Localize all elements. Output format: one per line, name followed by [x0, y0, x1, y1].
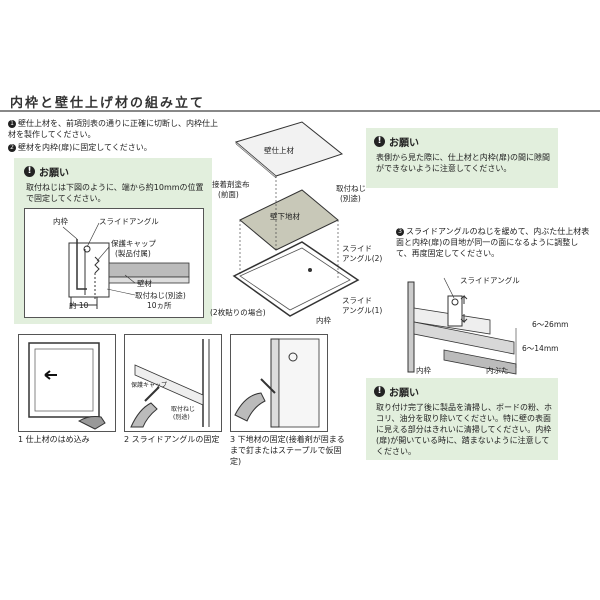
bottom-step-2-caption: 2 スライドアングルの固定: [124, 434, 230, 445]
label-setchaku-sub: (前面): [218, 190, 239, 199]
step-3-text: スライドアングルのねじを緩めて、内ぶた仕上材表面と内枠(扉)の目地が同一の面にな…: [396, 227, 590, 258]
label-uchiwaku-adjust: 内枠: [416, 366, 431, 375]
label-kabe-shita: 壁下地材: [270, 212, 300, 221]
label-hogo-cap-sub: (製品付属): [115, 249, 151, 258]
label-uchiwaku: 内枠: [53, 217, 68, 226]
step-1-drawing: [28, 342, 106, 430]
adjust-diagram: スライドアングル 6～26mm 6～14mm 内枠 内ぶた: [404, 268, 594, 378]
bottom-step-3-text: 下地材の固定(接着剤が固まるまで釘またはステープルで仮固定): [230, 435, 345, 466]
title-rule: [0, 110, 600, 112]
label-yaku10: 約 10: [69, 301, 89, 310]
bottom-step-1-image: [18, 334, 116, 432]
note-box-right-bottom: ! お願い 取り付け完了後に製品を清掃し、ボードの粉、ホコリ、油分を取り除いてくだ…: [366, 378, 558, 460]
step-1-number: 1: [8, 120, 16, 128]
note-left-text: 取付ねじは下図のように、端から約10mmの位置で固定してください。: [26, 183, 204, 203]
exclamation-icon: !: [374, 136, 385, 147]
note-right-bottom-heading-text: お願い: [389, 388, 419, 399]
note-right-bottom-heading: ! お願い: [374, 384, 419, 399]
exploded-drawing: [232, 121, 360, 317]
step-2-number: 2: [8, 144, 16, 152]
label-step2-cap: 保護キャップ: [131, 382, 168, 389]
label-kabe: 壁材: [137, 279, 152, 288]
exploded-diagram: 壁仕上材 接着剤塗布 (前面) 壁下地材 取付ねじ (別途) スライド アングル…: [210, 120, 390, 330]
bottom-step-1-text: 仕上材のはめ込み: [25, 435, 90, 444]
note-box-left: ! お願い 取付ねじは下図のように、端から約10mmの位置で固定してください。 内…: [14, 158, 212, 324]
label-kasho: 10ヵ所: [147, 301, 172, 310]
label-hogo-cap: 保護キャップ: [111, 239, 156, 248]
bottom-step-2-text: スライドアングルの固定: [131, 435, 220, 444]
label-uchiwaku-center: 内枠: [316, 316, 331, 325]
section-title: 内枠と壁仕上げ材の組み立て: [10, 96, 206, 111]
label-slide-angle: スライドアングル: [99, 217, 159, 226]
label-dim-2: 6～14mm: [522, 344, 559, 353]
note-right-top-text: 表側から見た際に、仕上材と内枠(扉)の間に隙間ができないように注意してください。: [376, 153, 550, 173]
bottom-step-3-caption: 3 下地材の固定(接着剤が固まるまで釘またはステープルで仮固定): [230, 434, 348, 467]
label-toritsuke-neji: 取付ねじ(別途): [135, 291, 186, 300]
note-left-heading-text: お願い: [39, 168, 69, 179]
bottom-step-2-num: 2: [124, 435, 130, 444]
note-left-heading: ! お願い: [24, 164, 69, 179]
label-step2-neji-sub: (別途): [173, 414, 190, 421]
label-step2-neji: 取付ねじ: [171, 406, 196, 413]
label-slide1: スライド: [342, 296, 372, 305]
step-2-drawing: [130, 339, 210, 428]
label-uchibuta: 内ぶた: [486, 366, 509, 375]
note-right-top-heading-text: お願い: [389, 138, 419, 149]
exclamation-icon: !: [374, 386, 385, 397]
step-1-text: 壁仕上材を、前項別表の通りに正確に切断し、内枠仕上材を製作してください。: [8, 119, 218, 139]
label-kabe-shiage: 壁仕上材: [264, 146, 294, 155]
note-right-top-heading: ! お願い: [374, 134, 419, 149]
label-toritsuke: 取付ねじ: [336, 184, 366, 193]
label-slide2: スライド: [342, 244, 372, 253]
note-box-right-top: ! お願い 表側から見た際に、仕上材と内枠(扉)の間に隙間ができないように注意して…: [366, 128, 558, 188]
label-slide1-sub: アングル(1): [342, 306, 383, 315]
label-slide2-sub: アングル(2): [342, 254, 383, 263]
label-toritsuke-sub: (別途): [340, 194, 361, 203]
adjust-drawing: [407, 277, 517, 375]
bottom-step-3-image: [230, 334, 328, 432]
label-slide-angle-adjust: スライドアングル: [460, 276, 520, 285]
label-two-layer: (2枚貼りの場合): [210, 308, 266, 317]
section-drawing: [62, 222, 190, 309]
bottom-step-3-num: 3: [230, 435, 236, 444]
note-right-bottom-text: 取り付け完了後に製品を清掃し、ボードの粉、ホコリ、油分を取り除いてください。特に…: [376, 403, 552, 456]
step-3-drawing: [234, 338, 320, 428]
section-diagram: 内枠 スライドアングル 保護キャップ (製品付属) 壁材 取付ねじ(別途) 10…: [24, 208, 204, 318]
label-setchaku: 接着剤塗布: [212, 180, 250, 189]
bottom-step-2-image: 保護キャップ 取付ねじ (別途): [124, 334, 222, 432]
label-dim-1: 6～26mm: [532, 320, 569, 329]
bottom-step-1-caption: 1 仕上材のはめ込み: [18, 434, 118, 445]
exclamation-icon: !: [24, 166, 35, 177]
step-3-number: 3: [396, 228, 404, 236]
bottom-step-1-num: 1: [18, 435, 24, 444]
step-2-text: 壁材を内枠(扉)に固定してください。: [18, 143, 152, 152]
